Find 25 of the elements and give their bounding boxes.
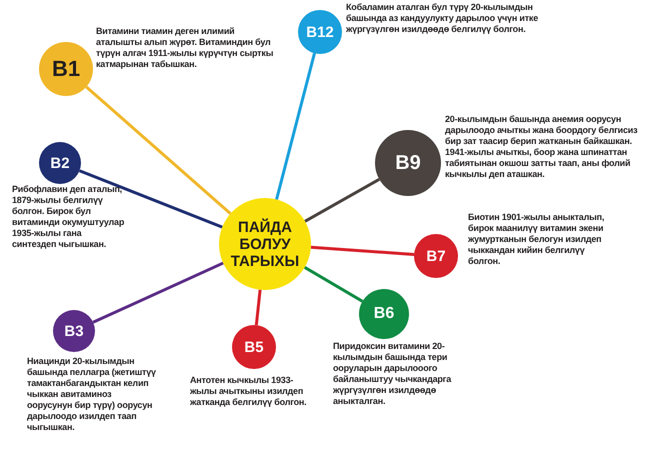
connector-line [304,178,380,223]
title-text: ПАЙДА БОЛУУ ТАРЫХЫ [230,218,300,270]
connector-line [310,246,414,256]
vitamin-name: B12 [306,24,334,40]
description-text: Биотин 1901-жылы аныкталып, бирок маанилүү витамин экени жумуртканын белогун изилдеп чыккандан кийин белгилүү болгон. [468,212,606,267]
vitamin-name: B2 [50,156,70,170]
description-text: Витамини тиамин деген илимий аталышты алып жүрөт. Витаминдин бул түрүн алгач 1911-жылы күрүчтүн сырткы катмарынан табышкан. [96,26,274,70]
description-text: Пиридоксин витамини 20-кылымдын башында тери ооруларын дарылооого байланыштуу чычкандарга жүргүзүлгөн изилдөөдө аныкталган. [333,341,452,407]
description-text: 20-кылымдын башында анемия оорусун дарылоодо ачыткы жана боордогу белгисиз бир зат таасир берип жатканын байкашкан. 1941-жылы ачыткы, боор жана шпинаттан табиятынан окшош затты таап, аны фолий кычкылы деп аташкан. [445,114,638,180]
description-text: Кобаламин аталган бул түрү 20-кылымдын башында аз кандуулукту дарылоо үчүн итке жүргүзүлгөн изилдөөдө белгилүү болгон. [346,2,540,35]
connector-line [92,262,224,324]
vitamin-name: B5 [244,340,264,354]
connector-line [85,86,232,215]
connector-line [275,52,316,200]
description-text: Антотен кычкылы 1933-жылы ачыткыны изилдеп жатканда белгилүү болгон. [190,375,308,408]
description-text: Ниацинди 20-кылымдын башында пеллагра (жетиштүү тамактанбагандыктан келип чыккан авитаминоз оорусунун бир түрү) оорусун дарылоодо изилдеп таап чыгышкан. [27,356,157,433]
vitamin-name: B6 [374,306,394,322]
connector-line [254,290,262,326]
connector-line [78,169,223,228]
description-text: Рибофлавин деп аталып, 1879-жылы белгилүү болгон. Бирок бул витаминди окумуштуулар 1935-жылы гана синтездеп чыгышкан. [12,184,126,250]
vitamin-name: B3 [64,324,84,338]
vitamin-name: B7 [426,248,446,264]
vitamin-name: B1 [52,58,80,80]
connector-line [304,266,364,303]
vitamin-name: B9 [395,153,421,173]
